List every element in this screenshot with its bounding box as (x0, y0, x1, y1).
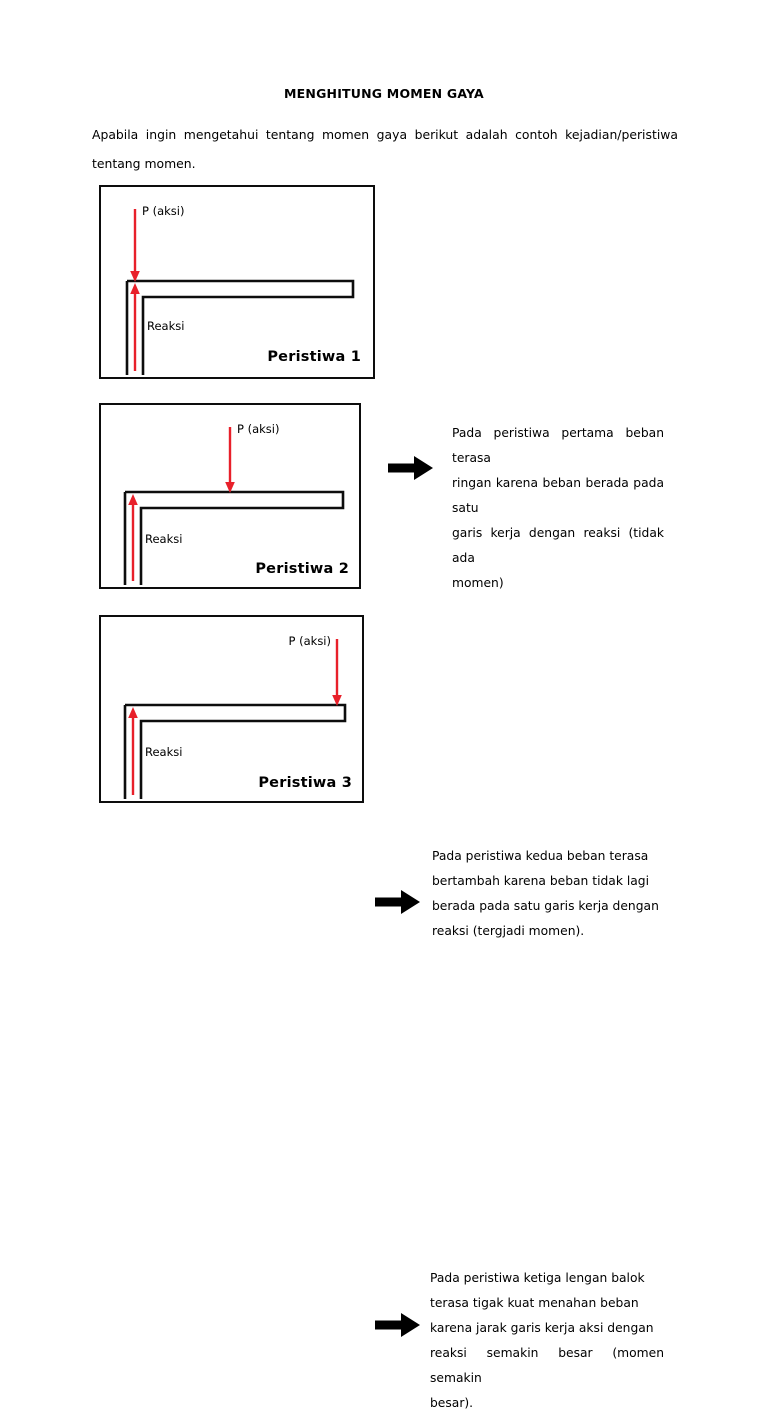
diagram-box-peristiwa-2: P (aksi) Reaksi Peristiwa 2 (99, 403, 361, 589)
panel-caption-1: Peristiwa 1 (267, 349, 361, 365)
explanation-line: garis kerja dengan reaksi (tidak ada (452, 526, 664, 565)
explanation-line: Pada peristiwa kedua beban terasa (432, 849, 649, 863)
explanation-line: momen) (452, 576, 504, 590)
beam-diagram-2: P (aksi) Reaksi (123, 422, 345, 585)
reaction-force-arrow-3 (128, 707, 138, 795)
right-block-arrow-icon-3 (375, 1313, 420, 1337)
panel-caption-2: Peristiwa 2 (255, 561, 349, 577)
reaction-label-3: Reaksi (145, 745, 182, 759)
action-label-3: P (aksi) (289, 634, 331, 648)
action-force-arrow-2 (225, 427, 235, 493)
beam-outer-outline (125, 490, 345, 585)
explanation-line: terasa tigak kuat menahan beban (430, 1296, 639, 1310)
reaction-label-1: Reaksi (147, 319, 184, 333)
action-label-2: P (aksi) (237, 422, 279, 436)
explanation-line: besar). (430, 1396, 474, 1410)
explanation-line: Pada peristiwa pertama beban terasa (452, 426, 664, 465)
beam-diagram-3: P (aksi) Reaksi (123, 634, 347, 799)
explanation-line: berada pada satu garis kerja dengan (432, 899, 659, 913)
explanation-line: karena jarak garis kerja aksi dengan (430, 1321, 654, 1335)
action-label-1: P (aksi) (142, 204, 184, 218)
explanation-line: Pada peristiwa ketiga lengan balok (430, 1271, 645, 1285)
explanation-text-2: Pada peristiwa kedua beban terasa bertam… (432, 844, 664, 944)
explanation-line: reaksi semakin besar (momen semakin (430, 1346, 664, 1385)
right-block-arrow-icon-1 (388, 456, 433, 480)
reaction-label-2: Reaksi (145, 532, 182, 546)
panel-caption-3: Peristiwa 3 (258, 775, 352, 791)
beam-outer-outline (127, 279, 355, 375)
beam-outer-outline (125, 703, 347, 799)
intro-paragraph: Apabila ingin mengetahui tentang momen g… (92, 127, 678, 171)
document-page: MENGHITUNG MOMEN GAYA Apabila ingin meng… (92, 86, 678, 1410)
explanation-line: bertambah karena beban tidak lagi (432, 874, 650, 888)
diagram-box-peristiwa-3: P (aksi) Reaksi Peristiwa 3 (99, 615, 364, 803)
explanation-line: ringan karena beban berada pada satu (452, 476, 664, 515)
reaction-force-arrow-2 (128, 494, 138, 581)
right-block-arrow-icon-2 (375, 890, 420, 914)
explanation-line: reaksi (tergjadi momen). (432, 924, 585, 938)
beam-diagram-1: P (aksi) Reaksi (125, 204, 355, 375)
explanation-text-3: Pada peristiwa ketiga lengan balok teras… (430, 1266, 664, 1416)
diagram-box-peristiwa-1: P (aksi) Reaksi Peristiwa 1 (99, 185, 375, 379)
page-title: MENGHITUNG MOMEN GAYA (284, 86, 484, 101)
explanation-text-1: Pada peristiwa pertama beban terasa ring… (452, 421, 664, 596)
action-force-arrow-1 (130, 209, 140, 282)
reaction-force-arrow-1 (130, 283, 140, 371)
action-force-arrow-3 (332, 639, 342, 706)
